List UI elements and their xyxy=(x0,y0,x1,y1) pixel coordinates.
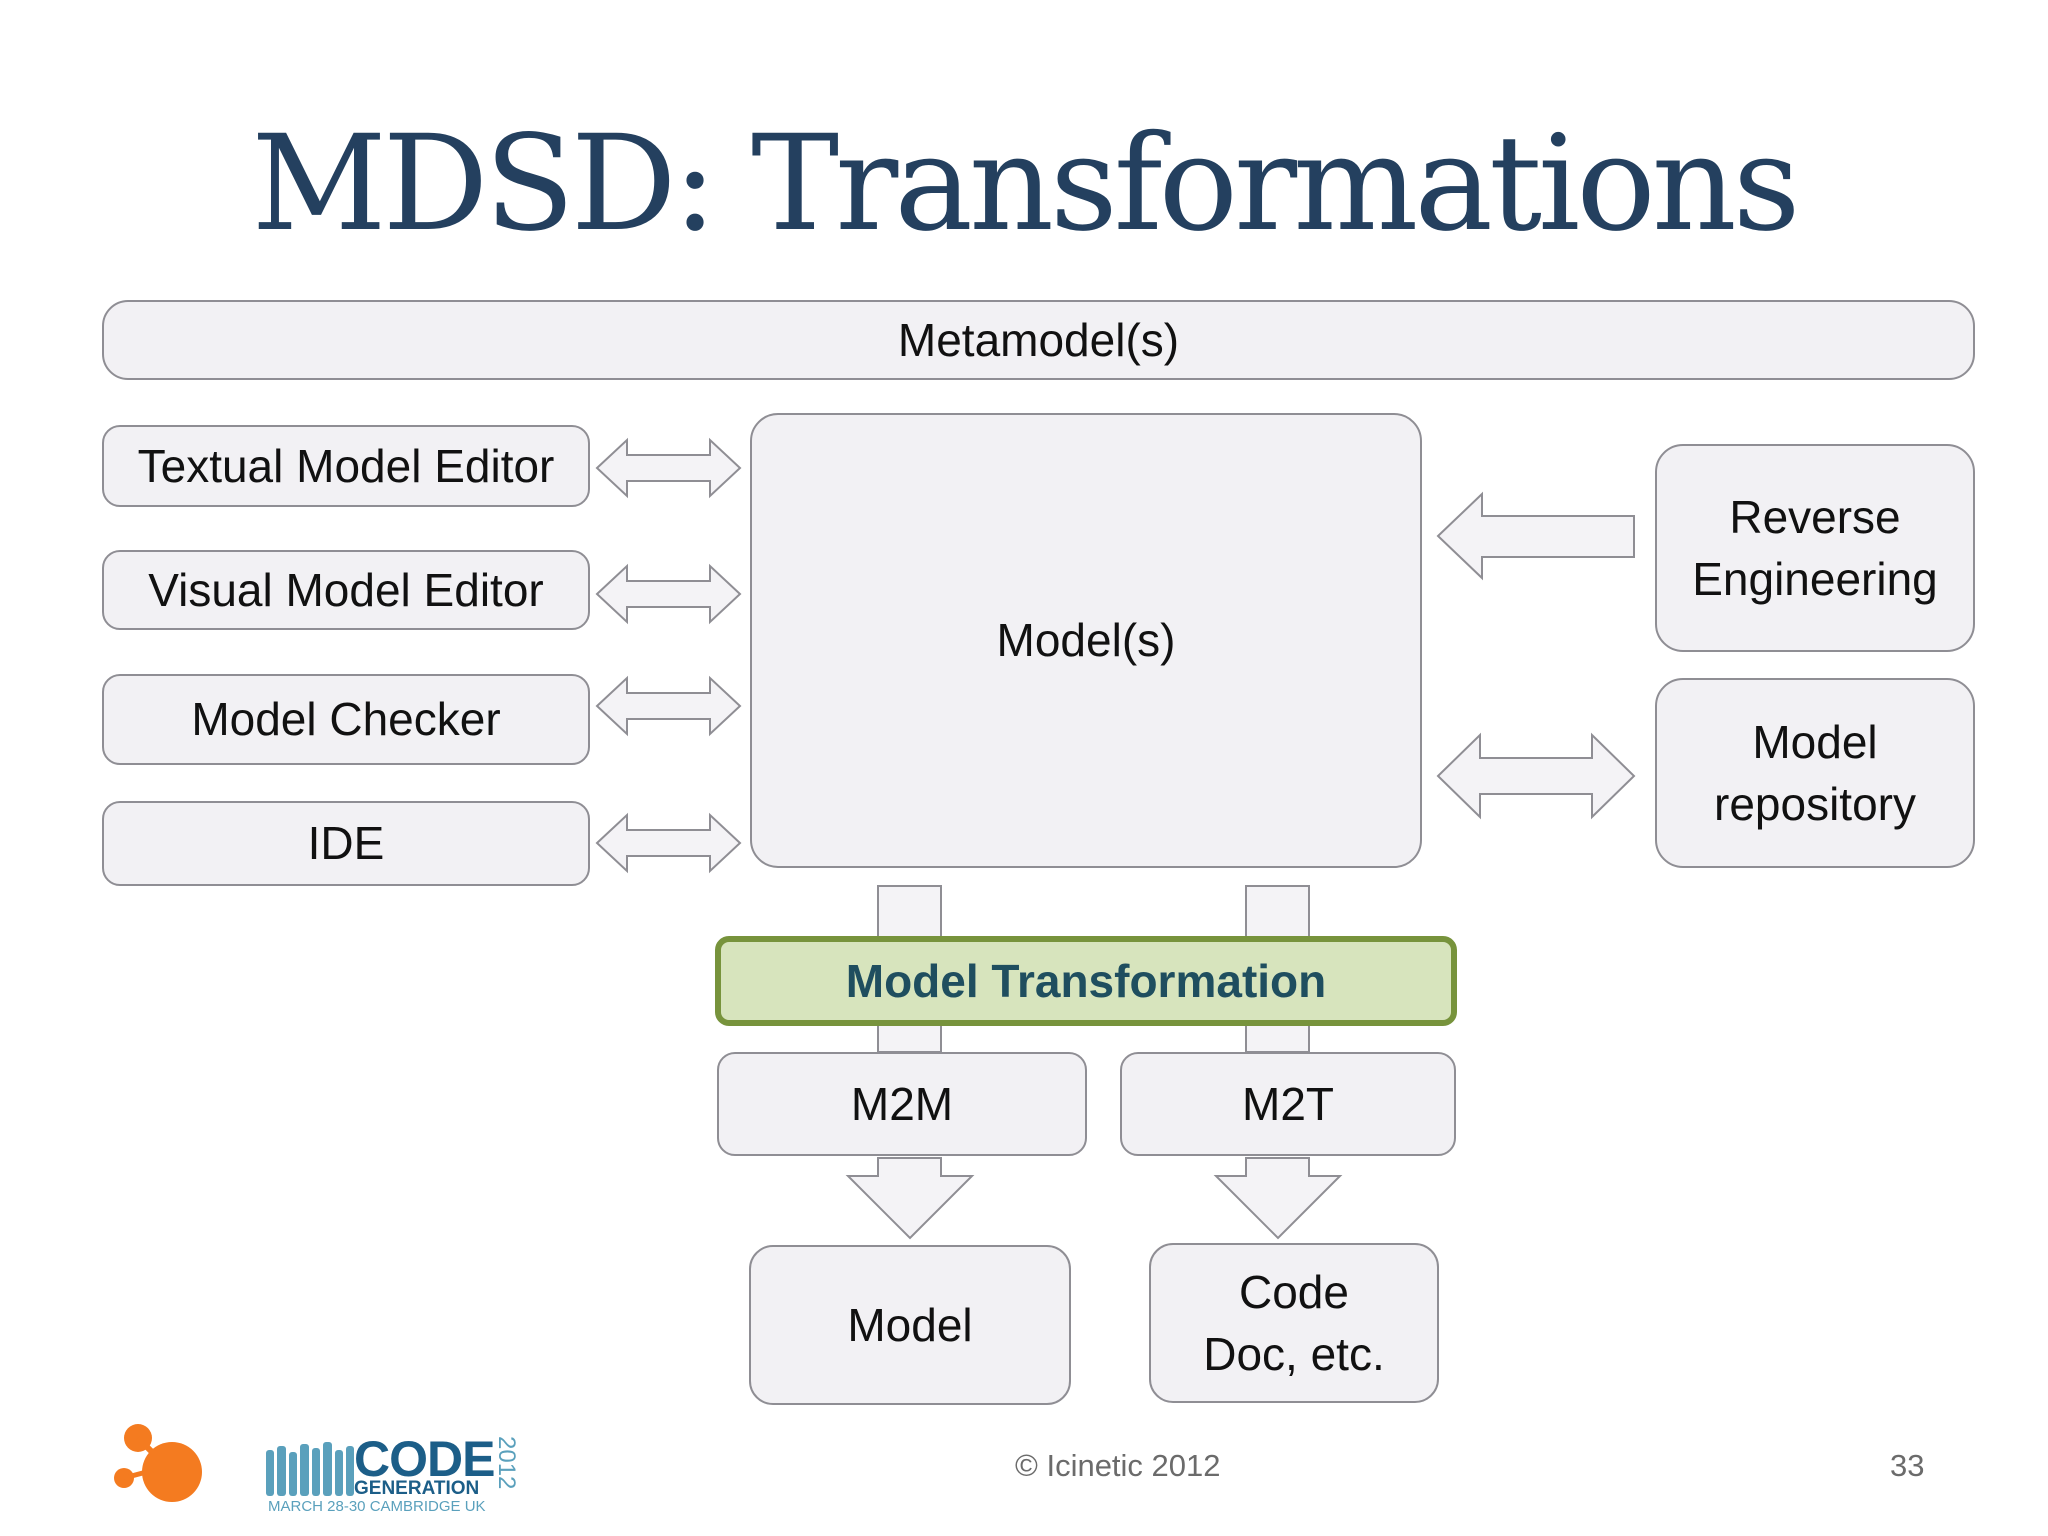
code-generation-logo: CODE GENERATION MARCH 28-30 CAMBRIDGE UK… xyxy=(262,1431,532,1516)
m2m-label: M2M xyxy=(850,1077,954,1130)
visual-model-editor-box: Visual Model Editor xyxy=(102,550,590,630)
ide-box: IDE xyxy=(102,801,590,886)
icinetic-logo-icon xyxy=(114,1424,202,1502)
double-arrow-textual xyxy=(595,437,742,499)
textual-model-editor-label: Textual Model Editor xyxy=(137,439,555,492)
arrow-down-m2t xyxy=(1213,1157,1343,1240)
output-model-box: Model xyxy=(749,1245,1071,1405)
reverse-engineering-box: Reverse Engineering xyxy=(1655,444,1975,652)
slide-title: MDSD: Transformations xyxy=(251,107,1800,261)
arrow-reverse-engineering xyxy=(1436,491,1635,581)
connector-left-bottom xyxy=(877,1023,942,1053)
codegen-sub: GENERATION xyxy=(354,1478,480,1499)
m2t-label: M2T xyxy=(1242,1077,1334,1130)
model-repository-box: Model repository xyxy=(1655,678,1975,868)
copyright-text: © Icinetic 2012 xyxy=(1015,1448,1221,1483)
output-model-label: Model xyxy=(847,1298,973,1351)
model-transformation-label: Model Transformation xyxy=(845,955,1327,1007)
connector-right-top xyxy=(1245,885,1310,939)
model-checker-label: Model Checker xyxy=(191,693,501,746)
m2m-box: M2M xyxy=(717,1052,1087,1156)
people-silhouettes-icon xyxy=(266,1442,354,1496)
codegen-year: 2012 xyxy=(493,1436,520,1490)
codegen-date: MARCH 28-30 CAMBRIDGE UK xyxy=(268,1498,486,1515)
reverse-engineering-label: Reverse Engineering xyxy=(1692,490,1938,605)
metamodel-box: Metamodel(s) xyxy=(102,300,1975,380)
connector-left-top xyxy=(877,885,942,939)
ide-label: IDE xyxy=(307,817,385,870)
m2t-box: M2T xyxy=(1120,1052,1456,1156)
model-checker-box: Model Checker xyxy=(102,674,590,765)
double-arrow-ide xyxy=(595,812,742,874)
textual-model-editor-box: Textual Model Editor xyxy=(102,425,590,507)
models-box: Model(s) xyxy=(750,413,1422,868)
metamodel-label: Metamodel(s) xyxy=(897,313,1180,366)
connector-right-bottom xyxy=(1245,1023,1310,1053)
page-number: 33 xyxy=(1890,1448,1925,1483)
models-label: Model(s) xyxy=(996,614,1176,667)
double-arrow-checker xyxy=(595,675,742,737)
model-repository-label: Model repository xyxy=(1714,715,1916,830)
output-code-box: Code Doc, etc. xyxy=(1149,1243,1439,1403)
model-transformation-box: Model Transformation xyxy=(715,936,1457,1026)
double-arrow-visual xyxy=(595,563,742,625)
arrow-down-m2m xyxy=(845,1157,975,1240)
visual-model-editor-label: Visual Model Editor xyxy=(148,563,544,616)
double-arrow-repository xyxy=(1436,732,1636,820)
output-code-label: Code Doc, etc. xyxy=(1203,1265,1385,1380)
codegen-word: CODE xyxy=(354,1431,495,1487)
